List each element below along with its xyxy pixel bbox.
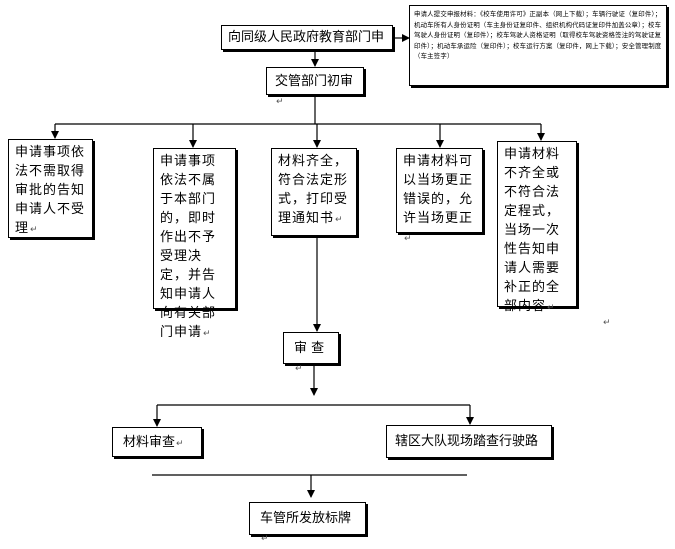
branch3-box: 材料齐全，符合法定形式，打印受理通知书↵ (271, 148, 357, 236)
field-check-box: 辖区大队现场踏查行驶路 (386, 425, 552, 458)
branch3-text: 材料齐全，符合法定形式，打印受理通知书 (278, 154, 349, 226)
stray-paragraph-mark: ↵ (603, 318, 611, 328)
issue-plate-text: 车管所发放标牌 (260, 511, 352, 526)
paragraph-mark: ↵ (30, 225, 39, 235)
branch2-box: 申请事项依法不属于本部门的，即时作出不予受理决定，并告知申请人向有关部门申请↵ (153, 148, 236, 340)
branch1-box: 申请事项依法不需取得审批的告知申请人不受理↵ (8, 139, 93, 238)
dept-review-text: 交管部门初审 (275, 74, 354, 89)
branch4-text: 申请材料可以当场更正错误的，允许当场更正 (403, 154, 474, 226)
paragraph-mark: ↵ (404, 234, 413, 244)
dept-review-box: 交管部门初审 ↵ (266, 67, 364, 107)
branch4-box: 申请材料可以当场更正错误的，允许当场更正 ↵ (396, 148, 483, 244)
apply-text: 向同级人民政府教育部门申 (228, 30, 385, 45)
paragraph-mark: ↵ (547, 303, 556, 313)
paragraph-mark: ↵ (295, 364, 303, 374)
note-box: 申请人提交申报材料：《校车使用许可》正副本（网上下载）；车辆行驶证（复印件）；机… (409, 5, 667, 86)
note-text: 申请人提交申报材料：《校车使用许可》正副本（网上下载）；车辆行驶证（复印件）；机… (414, 10, 662, 60)
paragraph-mark: ↵ (176, 439, 184, 449)
apply-box: 向同级人民政府教育部门申 (221, 25, 393, 50)
field-check-text: 辖区大队现场踏查行驶路 (395, 434, 539, 449)
branch5-text: 申请材料不齐全或不符合法定程式，当场一次性告知申请人需要补正的全部内容 (504, 147, 561, 314)
branch5-box: 申请材料不齐全或不符合法定程式，当场一次性告知申请人需要补正的全部内容↵ (497, 141, 577, 314)
issue-plate-box: 车管所发放标牌 ↵ (249, 502, 366, 544)
material-review-box: 材料审查↵ (112, 427, 202, 457)
review-box: 审 查 ↵ (283, 332, 339, 374)
review-text: 审 查 (294, 341, 325, 356)
branch1-text: 申请事项依法不需取得审批的告知申请人不受理 (15, 145, 86, 236)
paragraph-mark: ↵ (261, 534, 269, 544)
material-review-text: 材料审查 (123, 435, 176, 450)
paragraph-mark: ↵ (335, 215, 344, 225)
paragraph-mark: ↵ (203, 329, 212, 339)
paragraph-mark: ↵ (276, 97, 284, 107)
branch2-text: 申请事项依法不属于本部门的，即时作出不予受理决定，并告知申请人向有关部门申请 (160, 154, 217, 340)
